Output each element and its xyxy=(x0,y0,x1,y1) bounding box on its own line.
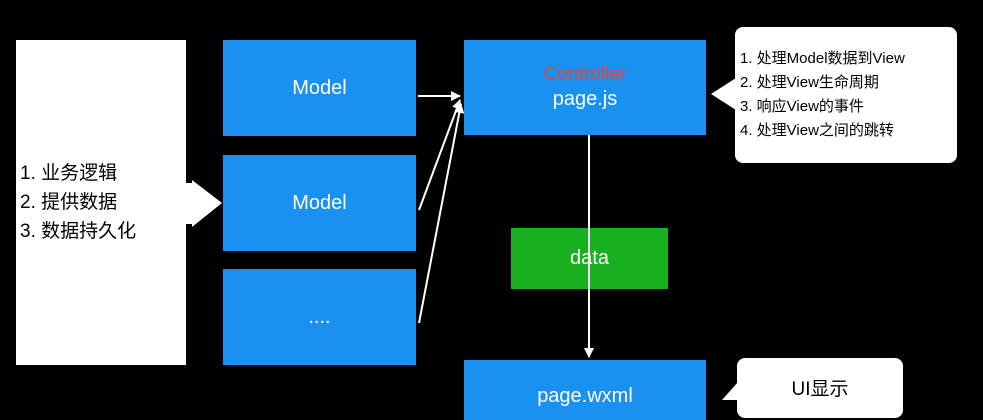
controller-callout: 1. 处理Model数据到View 2. 处理View生命周期 3. 响应Vie… xyxy=(735,27,957,163)
controller-box: Controller page.js xyxy=(464,40,706,135)
connector-layer xyxy=(186,78,738,400)
responsibility-list: 1. 业务逻辑 2. 提供数据 3. 数据持久化 xyxy=(20,159,136,246)
panel-to-models-arrow xyxy=(186,180,222,227)
controller-responsibility-item: 1. 处理Model数据到View xyxy=(740,50,905,67)
model-label: Model xyxy=(292,191,347,214)
view-callout-label: UI显示 xyxy=(791,379,849,400)
controller-responsibility-item: 4. 处理View之间的跳转 xyxy=(740,122,894,139)
controller-file: page.js xyxy=(552,87,618,110)
responsibility-item: 3. 数据持久化 xyxy=(20,221,137,242)
controller-title: Controller xyxy=(543,64,627,86)
model-label: .... xyxy=(308,305,331,328)
responsibility-item: 2. 提供数据 xyxy=(20,192,118,213)
controller-callout-pointer xyxy=(711,78,736,110)
model-box-1: Model xyxy=(223,40,416,136)
responsibility-item: 1. 业务逻辑 xyxy=(20,163,118,184)
model-box-2: Model xyxy=(223,155,416,251)
view-callout-pointer xyxy=(722,382,738,400)
controller-responsibility-item: 3. 响应View的事件 xyxy=(740,98,864,115)
controller-responsibility-item: 2. 处理View生命周期 xyxy=(740,74,879,91)
model-label: Model xyxy=(292,76,347,99)
model2-to-controller-arrow xyxy=(418,99,462,211)
model3-to-controller-arrow xyxy=(418,103,465,324)
responsibility-panel: 1. 业务逻辑 2. 提供数据 3. 数据持久化 xyxy=(16,40,186,365)
model-box-more: .... xyxy=(223,269,416,365)
controller-responsibility-list: 1. 处理Model数据到View 2. 处理View生命周期 3. 响应Vie… xyxy=(740,47,957,143)
